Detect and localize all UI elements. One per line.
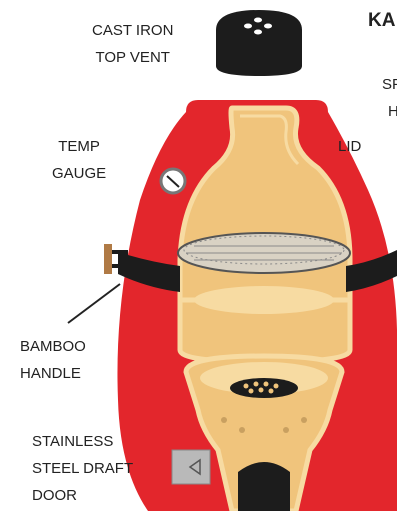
- label-draft-door-line-2: STEEL DRAFT: [32, 455, 133, 482]
- bamboo-handle-leader: [68, 284, 120, 323]
- label-spring-hinge-line-2: H: [382, 98, 397, 125]
- bamboo-handle: [104, 244, 112, 274]
- label-bamboo-handle-line-2: HANDLE: [20, 360, 86, 387]
- label-spring-hinge-line-1: SP: [382, 71, 397, 98]
- temperature-gauge: [161, 169, 185, 193]
- label-temp-gauge-line-1: TEMP: [52, 133, 106, 160]
- diagram-title: KA: [368, 10, 395, 32]
- label-temp-gauge-line-2: GAUGE: [52, 160, 106, 187]
- cooking-grate: [178, 233, 350, 273]
- label-draft-door-line-3: DOOR: [32, 482, 133, 509]
- top-vent: [216, 10, 302, 76]
- label-temp-gauge: TEMP GAUGE: [52, 133, 106, 187]
- draft-door: [172, 450, 210, 484]
- label-draft-door: STAINLESS STEEL DRAFT DOOR: [32, 428, 133, 509]
- label-top-vent-line-2: TOP VENT: [92, 44, 173, 71]
- label-lid: LID: [338, 133, 361, 160]
- label-bamboo-handle: BAMBOO HANDLE: [20, 333, 86, 387]
- label-spring-hinge: SP H: [382, 71, 397, 125]
- label-bamboo-handle-line-1: BAMBOO: [20, 333, 86, 360]
- label-draft-door-line-1: STAINLESS: [32, 428, 133, 455]
- label-top-vent: CAST IRON TOP VENT: [92, 17, 173, 71]
- label-top-vent-line-1: CAST IRON: [92, 17, 173, 44]
